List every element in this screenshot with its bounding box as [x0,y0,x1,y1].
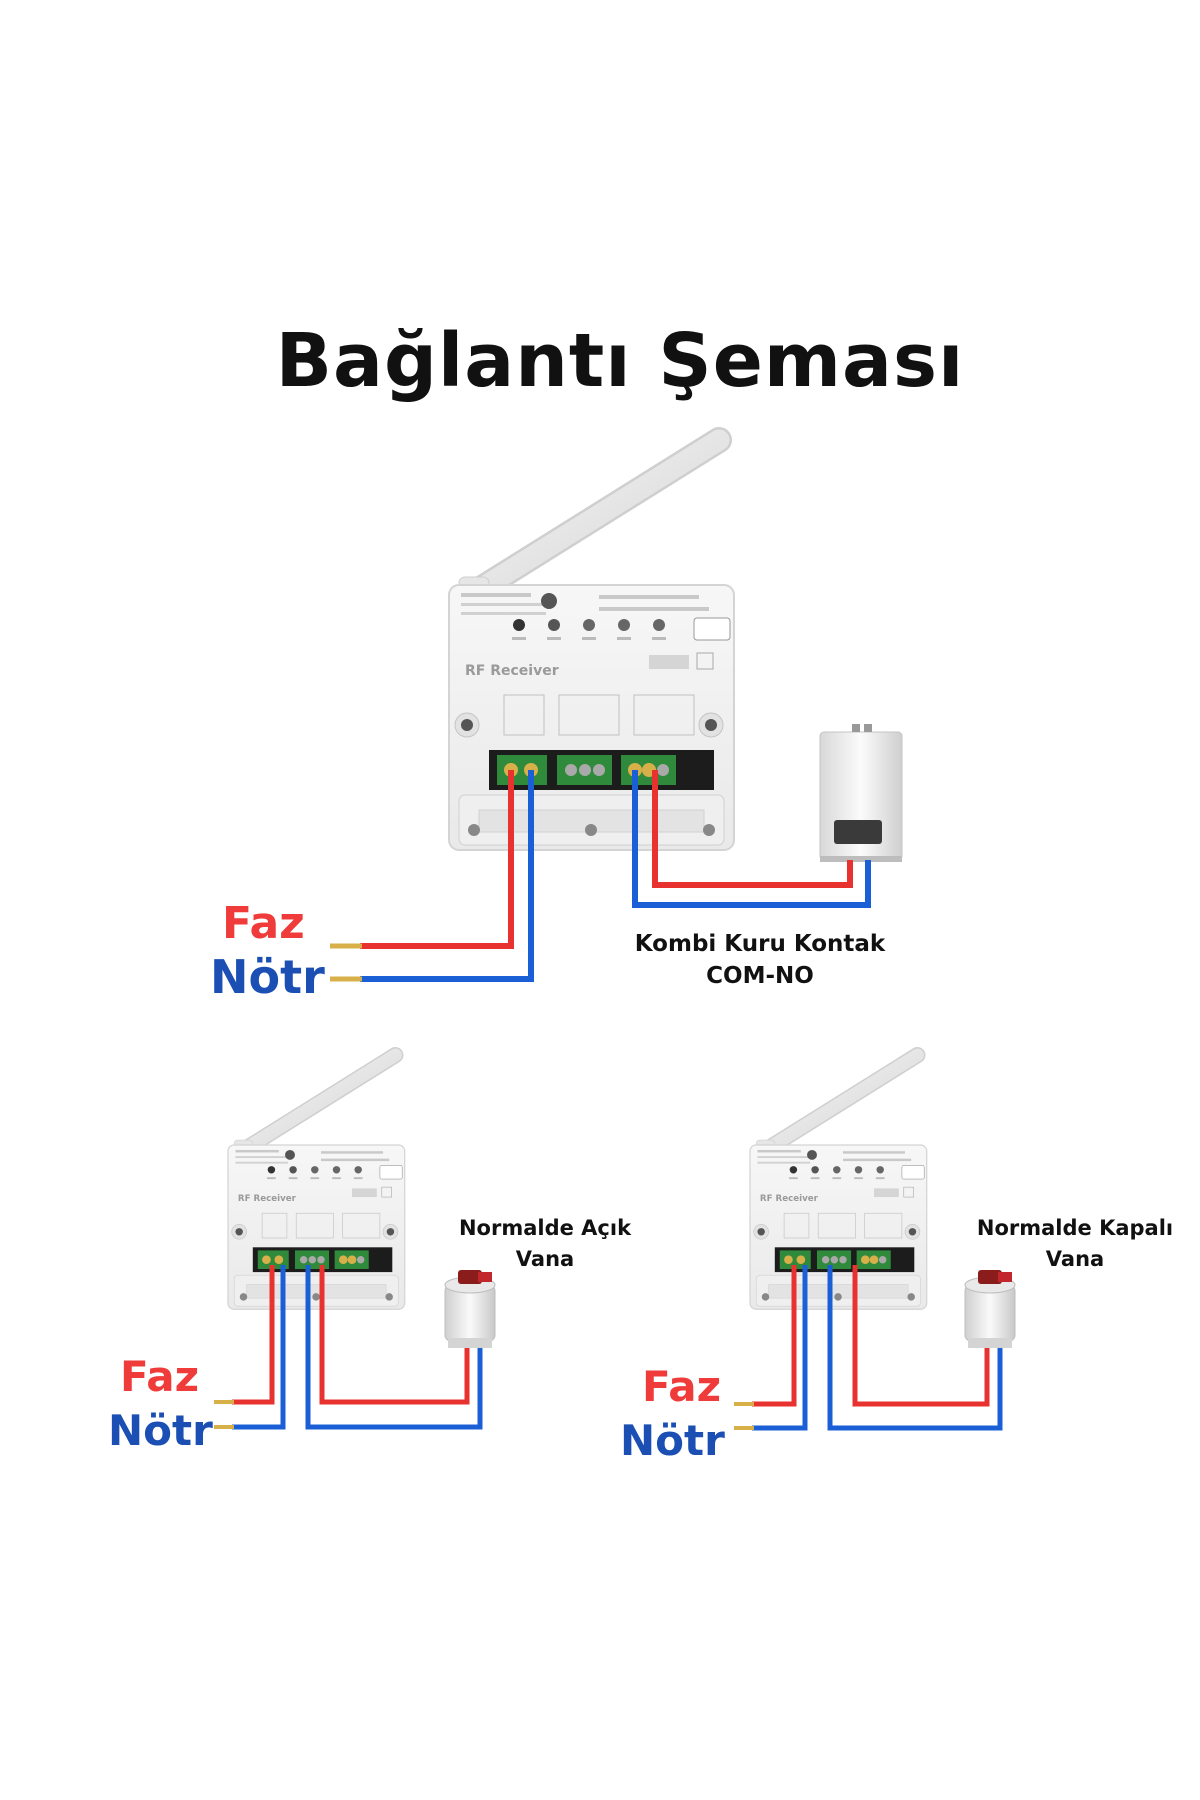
receiver-bottom-left: RF Receiver [228,1055,405,1309]
bottom-left-neutral-label: Nötr [108,1406,213,1455]
receiver-brand-top: RF Receiver [465,663,559,679]
bottom-left-phase-label: Faz [120,1352,200,1401]
top-caption-line1: Kombi Kuru Kontak [634,931,886,957]
valve-normally-closed-icon [964,1270,1016,1348]
receiver-brand-bottom-left: RF Receiver [238,1194,297,1204]
bottom-left-caption-line2: Vana [515,1247,575,1271]
bottom-right-caption-line1: Normalde Kapalı [976,1216,1174,1240]
bottom-left-caption-line1: Normalde Açık [458,1216,632,1240]
bottom-right-caption: Normalde Kapalı Vana [955,1213,1195,1275]
top-caption-line2: COM-NO [706,963,814,989]
diagram-title: Bağlantı Şeması [275,318,965,404]
bottom-left-wiring [214,1265,483,1430]
bottom-right-phase-label: Faz [642,1362,722,1411]
bottom-left-caption: Normalde Açık Vana [430,1213,660,1275]
top-neutral-label: Nötr [210,950,325,1004]
valve-normally-open-icon [444,1270,496,1348]
bottom-right-neutral-label: Nötr [620,1416,725,1465]
top-wiring [330,770,871,982]
bottom-right-wiring [734,1265,1003,1431]
receiver-top: RF Receiver [449,440,734,850]
top-caption: Kombi Kuru Kontak COM-NO [600,928,920,992]
bottom-right-caption-line2: Vana [1045,1247,1105,1271]
receiver-brand-bottom-right: RF Receiver [760,1194,819,1204]
boiler-icon [819,724,903,862]
top-phase-label: Faz [222,898,305,949]
receiver-bottom-right: RF Receiver [750,1055,927,1309]
